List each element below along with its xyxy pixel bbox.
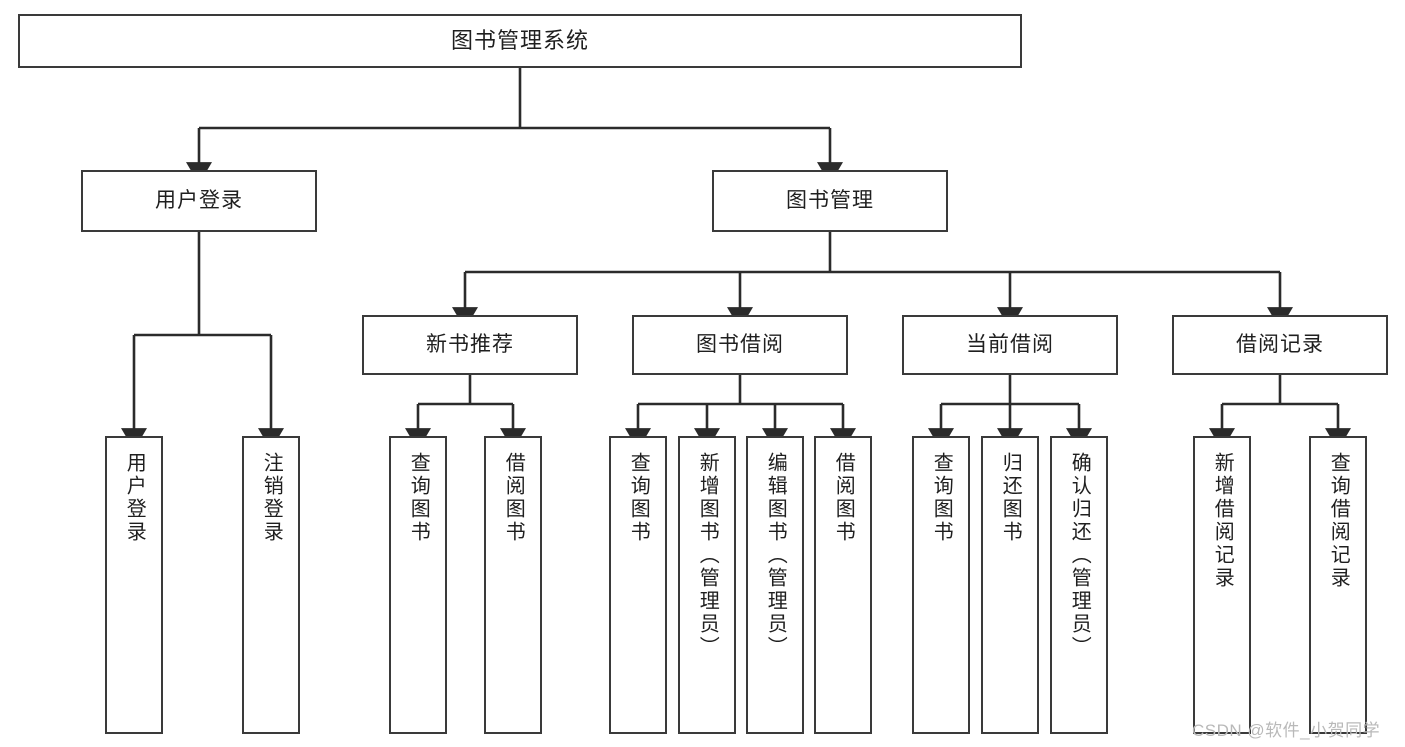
node-leaf-add-record[interactable]: 新增借阅记录 (1193, 436, 1251, 734)
node-current-borrow[interactable]: 当前借阅 (902, 315, 1118, 375)
node-leaf-add-book-label: 新增图书（管理员） (696, 452, 719, 659)
node-leaf-query-book-2-label: 查询图书 (627, 452, 650, 544)
node-leaf-confirm-return-label: 确认归还（管理员） (1068, 452, 1091, 659)
node-leaf-query-book-1-label: 查询图书 (407, 452, 430, 544)
node-leaf-user-logout-label: 注销登录 (260, 452, 283, 544)
node-leaf-confirm-return[interactable]: 确认归还（管理员） (1050, 436, 1108, 734)
node-leaf-add-record-label: 新增借阅记录 (1211, 452, 1234, 590)
node-new-book-recommend[interactable]: 新书推荐 (362, 315, 578, 375)
node-leaf-query-book-2[interactable]: 查询图书 (609, 436, 667, 734)
node-leaf-edit-book-label: 编辑图书（管理员） (764, 452, 787, 659)
node-leaf-query-record-label: 查询借阅记录 (1327, 452, 1350, 590)
node-user-login[interactable]: 用户登录 (81, 170, 317, 232)
csdn-watermark: CSDN @软件_小贺同学 (1192, 721, 1381, 740)
node-user-login-label: 用户登录 (155, 188, 243, 212)
node-leaf-borrow-book-1[interactable]: 借阅图书 (484, 436, 542, 734)
node-leaf-return-book[interactable]: 归还图书 (981, 436, 1039, 734)
node-leaf-user-login[interactable]: 用户登录 (105, 436, 163, 734)
node-new-book-recommend-label: 新书推荐 (426, 332, 514, 356)
node-leaf-edit-book[interactable]: 编辑图书（管理员） (746, 436, 804, 734)
node-book-borrow[interactable]: 图书借阅 (632, 315, 848, 375)
node-leaf-return-book-label: 归还图书 (999, 452, 1022, 544)
node-leaf-query-book-1[interactable]: 查询图书 (389, 436, 447, 734)
node-borrow-record[interactable]: 借阅记录 (1172, 315, 1388, 375)
node-leaf-add-book[interactable]: 新增图书（管理员） (678, 436, 736, 734)
node-leaf-query-book-3[interactable]: 查询图书 (912, 436, 970, 734)
node-leaf-borrow-book-2[interactable]: 借阅图书 (814, 436, 872, 734)
node-root-system[interactable]: 图书管理系统 (18, 14, 1022, 68)
node-leaf-query-record[interactable]: 查询借阅记录 (1309, 436, 1367, 734)
node-borrow-record-label: 借阅记录 (1236, 332, 1324, 356)
node-root-system-label: 图书管理系统 (450, 28, 589, 54)
node-leaf-user-login-label: 用户登录 (123, 452, 146, 544)
node-book-manage-label: 图书管理 (786, 188, 874, 212)
node-leaf-borrow-book-1-label: 借阅图书 (502, 452, 525, 544)
node-current-borrow-label: 当前借阅 (966, 332, 1054, 356)
node-leaf-borrow-book-2-label: 借阅图书 (832, 452, 855, 544)
node-book-manage[interactable]: 图书管理 (712, 170, 948, 232)
node-book-borrow-label: 图书借阅 (696, 332, 784, 356)
node-leaf-query-book-3-label: 查询图书 (930, 452, 953, 544)
node-leaf-user-logout[interactable]: 注销登录 (242, 436, 300, 734)
